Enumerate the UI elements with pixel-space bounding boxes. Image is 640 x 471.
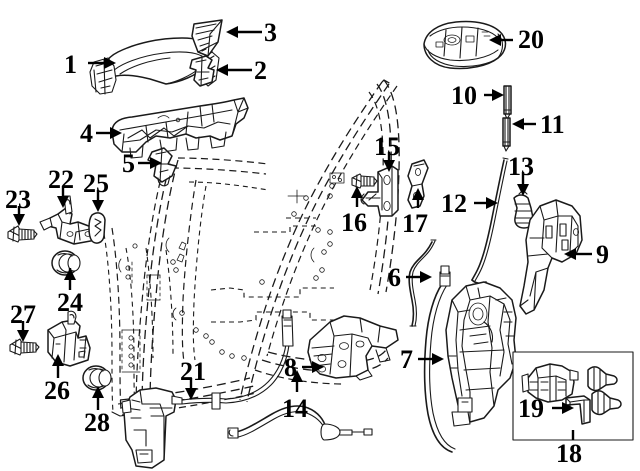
callout-19[interactable]: 19 xyxy=(518,394,544,423)
callout-5[interactable]: 5 xyxy=(122,149,135,178)
callout-12[interactable]: 12 xyxy=(441,189,467,218)
part-3-end-cover xyxy=(191,19,223,57)
callout-10[interactable]: 10 xyxy=(451,81,477,110)
part-23-screw xyxy=(7,225,38,243)
callout-26[interactable]: 26 xyxy=(44,376,70,405)
callout-21[interactable]: 21 xyxy=(180,357,206,386)
part-5-bearing-bracket xyxy=(147,147,177,187)
part-4-handle-carrier xyxy=(111,97,249,159)
callout-15[interactable]: 15 xyxy=(374,132,400,161)
part-10-pin xyxy=(503,85,512,120)
part-21-cable xyxy=(181,309,294,410)
part-27-screw xyxy=(9,338,40,356)
part-6-control-rod xyxy=(408,239,437,327)
part-12-lock-rod xyxy=(471,157,509,288)
callout-22[interactable]: 22 xyxy=(48,165,74,194)
callout-25[interactable]: 25 xyxy=(83,169,109,198)
callout-28[interactable]: 28 xyxy=(84,408,110,437)
inset-actuator xyxy=(521,363,579,403)
part-2-retainer-clip xyxy=(189,55,215,87)
callout-7[interactable]: 7 xyxy=(400,345,413,374)
callout-6[interactable]: 6 xyxy=(388,263,401,292)
callout-23[interactable]: 23 xyxy=(5,185,31,214)
callout-20[interactable]: 20 xyxy=(518,25,544,54)
inset-plug-a xyxy=(587,366,618,392)
part-7-latch xyxy=(423,265,517,453)
part-16-striker-bolt xyxy=(351,173,378,189)
part-25-clip xyxy=(88,212,106,244)
callout-1[interactable]: 1 xyxy=(64,50,77,79)
callout-9[interactable]: 9 xyxy=(596,240,609,269)
callout-4[interactable]: 4 xyxy=(80,119,93,148)
part-28-grommet xyxy=(82,365,112,391)
part-8-hinge-bracket xyxy=(307,315,399,381)
leader-lines xyxy=(13,26,592,440)
part-22-support-bracket xyxy=(39,195,97,245)
part-21-actuator xyxy=(121,387,183,469)
part-24-grommet xyxy=(51,250,81,276)
part-26-check-bracket xyxy=(47,310,91,367)
callout-2[interactable]: 2 xyxy=(254,56,267,85)
callout-16[interactable]: 16 xyxy=(341,208,367,237)
callout-14[interactable]: 14 xyxy=(282,394,308,423)
part-15-striker xyxy=(360,165,399,217)
inset-plug-b xyxy=(591,390,622,416)
callout-17[interactable]: 17 xyxy=(402,209,428,238)
callout-8[interactable]: 8 xyxy=(284,353,297,382)
part-11-pin xyxy=(502,117,511,152)
callout-13[interactable]: 13 xyxy=(508,152,534,181)
callout-27[interactable]: 27 xyxy=(10,300,36,329)
part-14-bowden-cable xyxy=(227,405,373,441)
part-20-key-fob xyxy=(423,20,507,70)
callout-18[interactable]: 18 xyxy=(556,439,582,468)
inset-l-bracket xyxy=(565,395,591,425)
callout-24[interactable]: 24 xyxy=(57,288,83,317)
part-18-inset-box xyxy=(512,351,634,441)
callout-11[interactable]: 11 xyxy=(540,110,565,139)
part-17-shim xyxy=(407,159,429,209)
part-9-housing xyxy=(519,199,583,315)
callout-3[interactable]: 3 xyxy=(264,18,277,47)
